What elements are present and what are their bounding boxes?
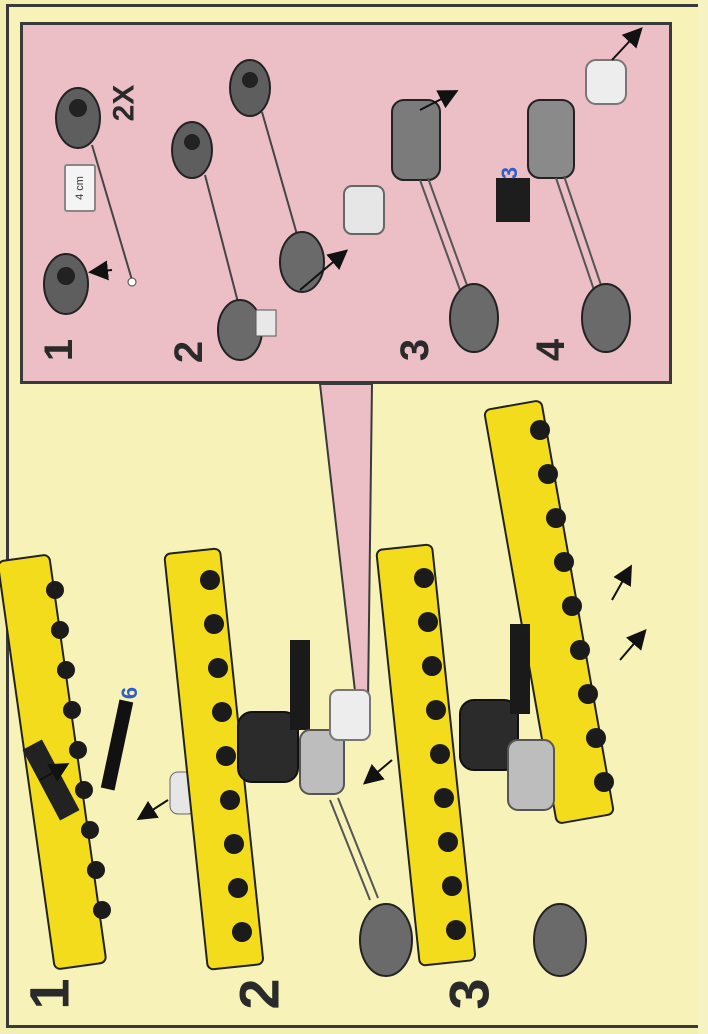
main-step-3-illustration: [375, 400, 647, 977]
panel-step-label-2: 2: [167, 340, 212, 364]
callout-pointer: [318, 383, 374, 701]
main-step-label-1: 1: [17, 978, 81, 1010]
quantity-label: 2X: [107, 84, 141, 122]
panel-step-4-illustration: [496, 27, 643, 353]
main-step-1-illustration: [0, 554, 197, 970]
length-ruler: 4 cm: [64, 164, 96, 212]
page-edge: [698, 0, 708, 1034]
main-step-2-illustration: [163, 547, 413, 977]
panel-step-label-3: 3: [393, 338, 438, 362]
panel-step-3-illustration: [343, 90, 499, 353]
panel-step-label-4: 4: [529, 338, 574, 362]
panel-step-1-illustration: [43, 87, 137, 315]
panel-step-2-illustration: [171, 59, 349, 361]
panel-step-label-1: 1: [37, 338, 82, 362]
main-part-count: 6: [117, 686, 143, 700]
main-step-label-2: 2: [227, 978, 291, 1010]
ruler-text: 4 cm: [74, 176, 86, 200]
panel-part-count: 3: [497, 166, 523, 180]
main-step-label-3: 3: [437, 978, 501, 1010]
